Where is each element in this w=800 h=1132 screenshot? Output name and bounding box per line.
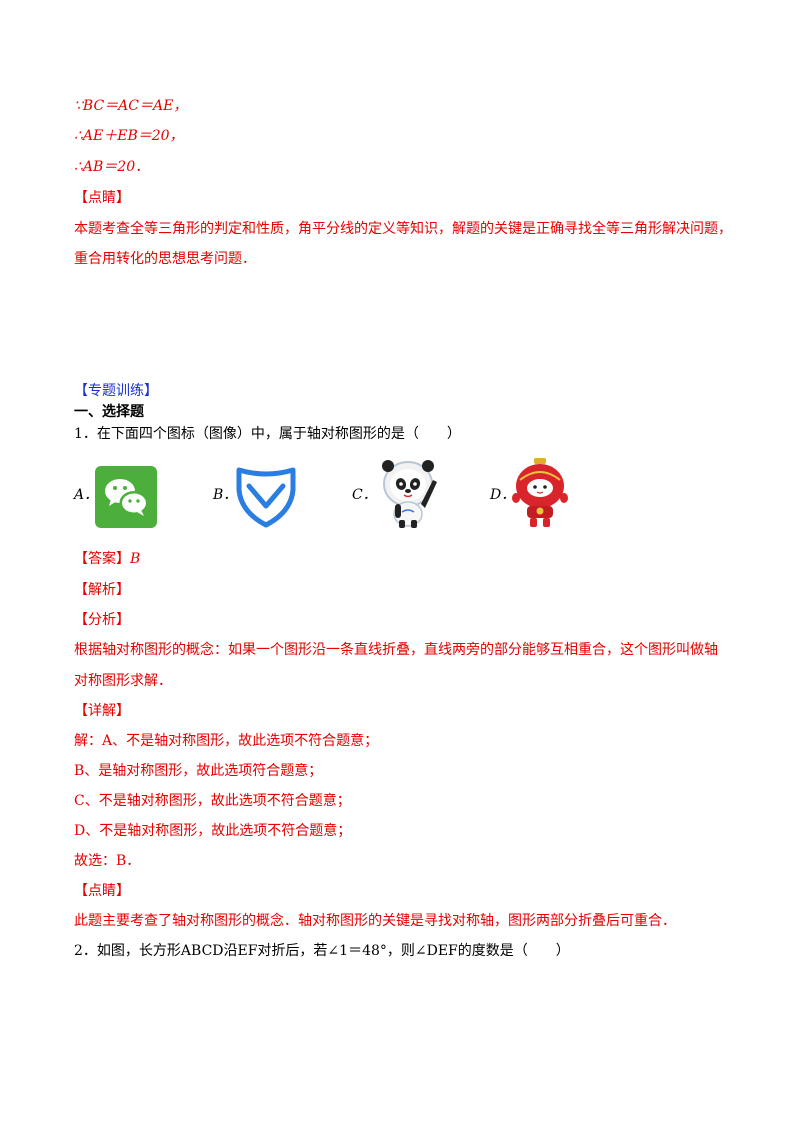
fenxi-heading: 【分析】 [74, 612, 130, 628]
wechat-icon [95, 466, 157, 528]
fenxi-text-line-2: 对称图形求解． [74, 673, 172, 689]
dianjing-text-line-1: 本题考查全等三角形的判定和性质，角平分线的定义等知识，解题的关键是正确寻找全等三… [74, 221, 732, 237]
jiexi-heading: 【解析】 [74, 582, 130, 598]
option-c-label: C． [352, 487, 377, 503]
dianjing-text-line-2: 重合用转化的思想思考问题． [74, 251, 256, 267]
proof-line-1: ∵BC＝AC＝AE， [74, 98, 188, 114]
option-b-label: B． [213, 487, 238, 503]
option-d-label: D． [490, 487, 516, 503]
answer-value: B [130, 551, 141, 567]
answer-label: 【答案】 [74, 551, 130, 567]
proof-line-3: ∴AB＝20． [74, 159, 150, 175]
dianjing-text-2: 此题主要考查了轴对称图形的概念．轴对称图形的关键是寻找对称轴，图形两部分折叠后可… [74, 913, 676, 929]
question-1-stem: 1．在下面四个图标（图像）中，属于轴对称图形的是（ ） [74, 426, 461, 442]
question-2-stem: 2．如图，长方形ABCD沿EF对折后，若∠1＝48°，则∠DEF的度数是（ ） [74, 943, 570, 959]
dianjing-heading-1: 【点睛】 [74, 190, 130, 206]
lantern-mascot-icon [512, 458, 568, 528]
panda-mascot-icon [375, 458, 441, 528]
detail-line-5: 故选：B． [74, 853, 141, 869]
answer-line: 【答案】B [74, 549, 140, 569]
xiangjie-heading: 【详解】 [74, 703, 130, 719]
fenxi-text-line-1: 根据轴对称图形的概念：如果一个图形沿一条直线折叠，直线两旁的部分能够互相重合，这… [74, 642, 718, 658]
detail-line-4: D、不是轴对称图形，故此选项不符合题意； [74, 823, 352, 839]
detail-line-2: B、是轴对称图形，故此选项符合题意； [74, 763, 323, 779]
dianjing-heading-2: 【点睛】 [74, 883, 130, 899]
detail-line-3: C、不是轴对称图形，故此选项不符合题意； [74, 793, 351, 809]
option-a-label: A． [74, 487, 99, 503]
detail-line-1: 解：A、不是轴对称图形，故此选项不符合题意； [74, 733, 379, 749]
section-title: 【专题训练】 [74, 383, 158, 399]
section-subtitle: 一、选择题 [74, 404, 144, 420]
shield-check-icon [235, 466, 297, 528]
proof-line-2: ∴AE＋EB＝20， [74, 128, 184, 144]
